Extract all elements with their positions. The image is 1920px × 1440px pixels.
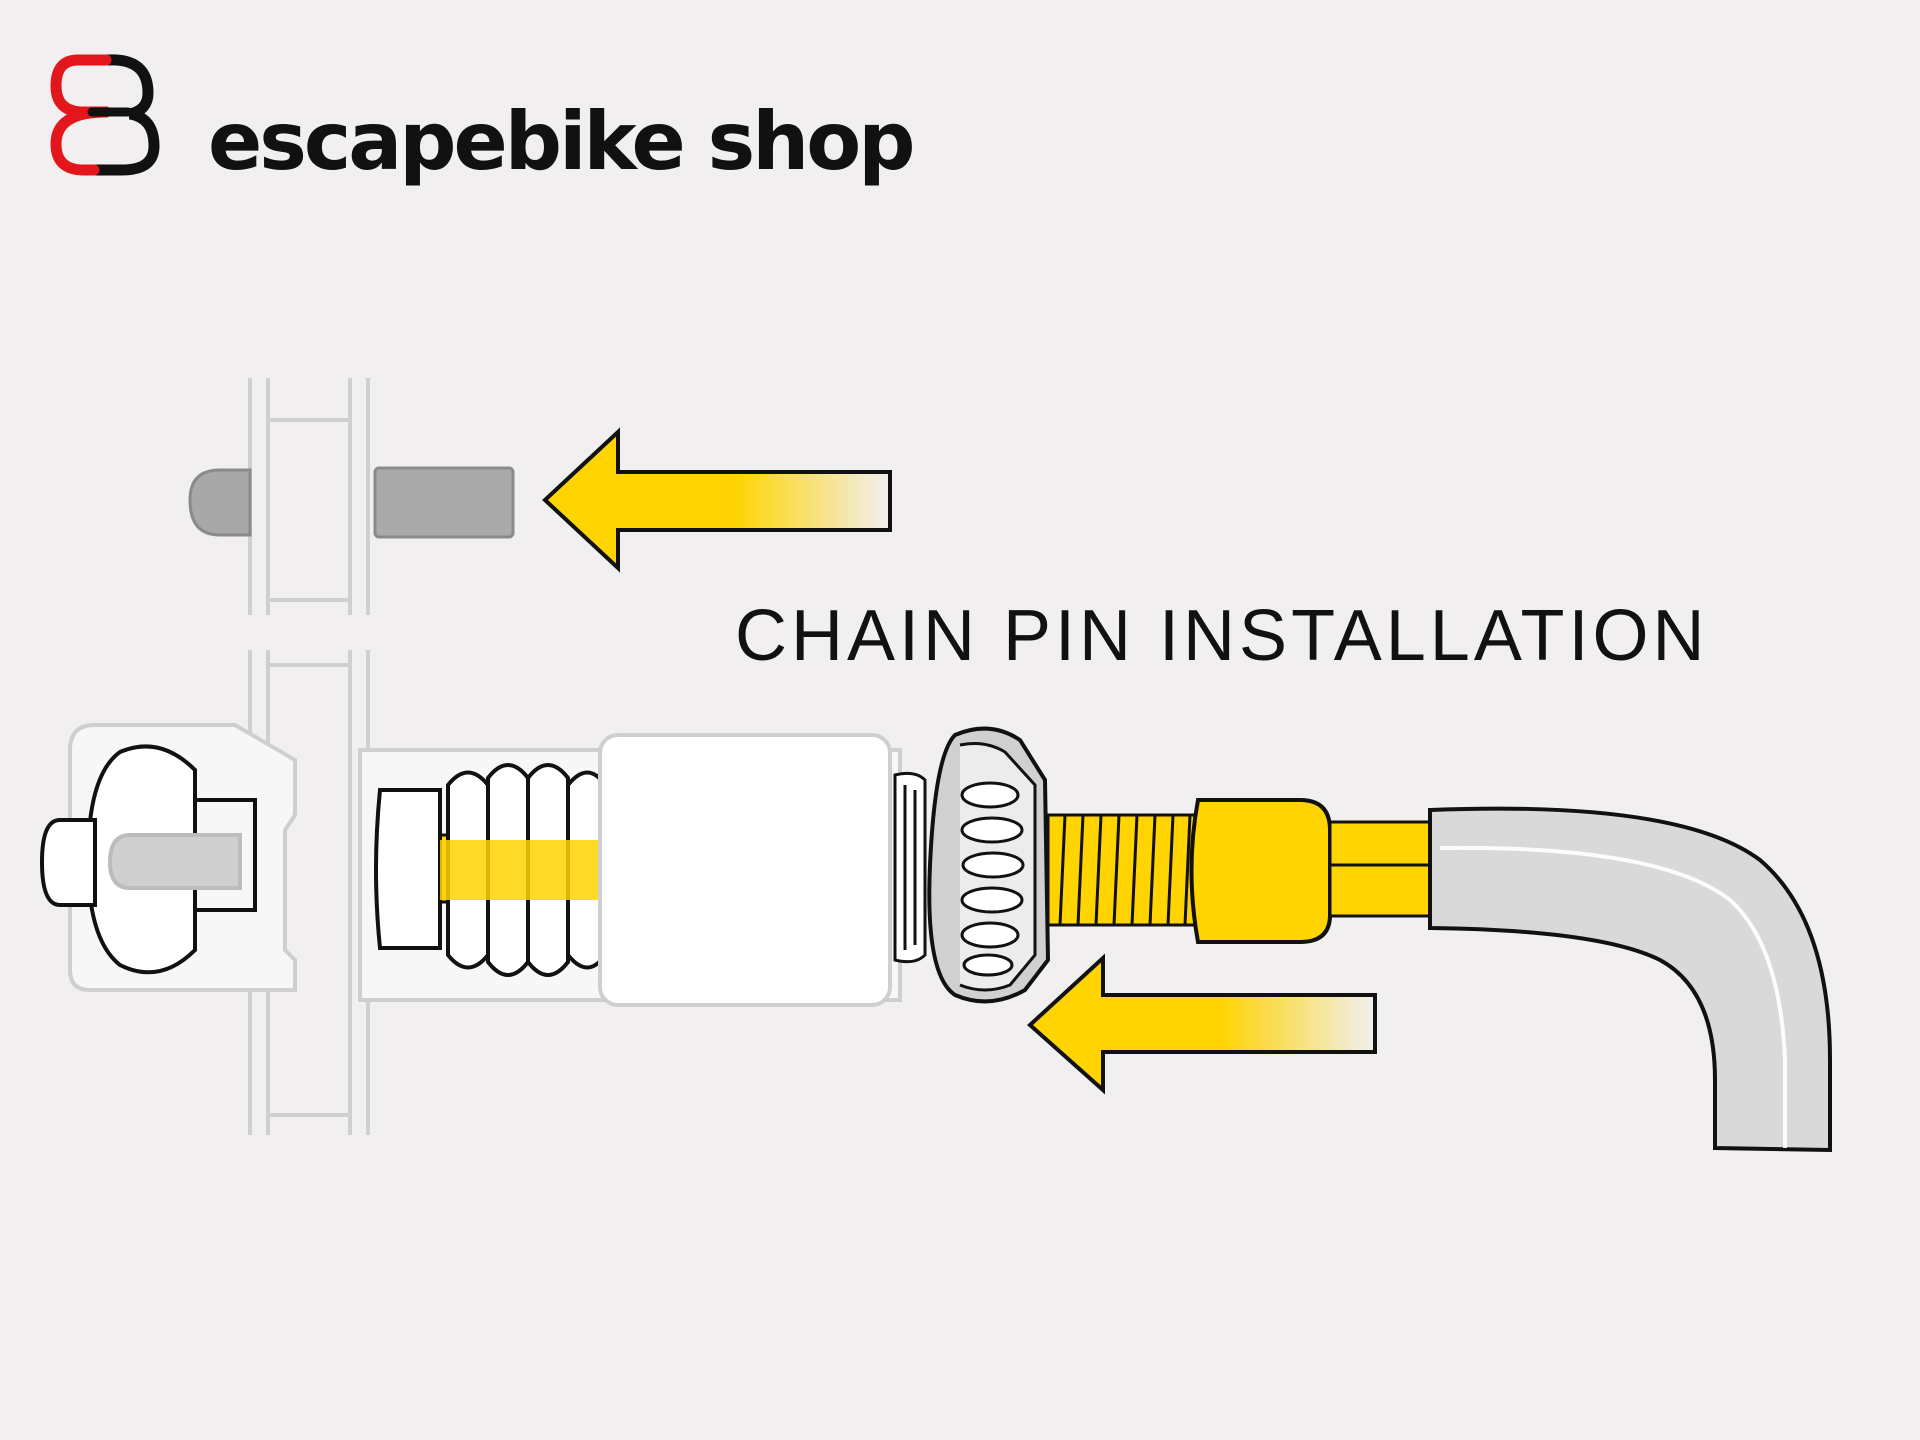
- driving-pin: [374, 763, 607, 977]
- brand-logo-mark: [50, 54, 160, 176]
- diagram-title: CHAIN PIN INSTALLATION: [735, 596, 1709, 676]
- arrow-left-icon: [1027, 953, 1377, 1095]
- chain-pin-upper: [188, 466, 515, 539]
- tool-handle: [1428, 806, 1832, 1153]
- tool-handle-knob: [39, 744, 257, 975]
- tool-cylinder: [598, 733, 892, 1007]
- brand-name: escapebike shop: [208, 95, 915, 188]
- arrow-left-icon: [542, 427, 892, 573]
- knurled-nut: [927, 726, 1051, 1004]
- brand-logo: escapebike shop: [48, 48, 915, 182]
- threaded-collar: [893, 771, 927, 964]
- threaded-spindle: [1046, 798, 1432, 944]
- tool-handle-highlight: [1439, 845, 1787, 1148]
